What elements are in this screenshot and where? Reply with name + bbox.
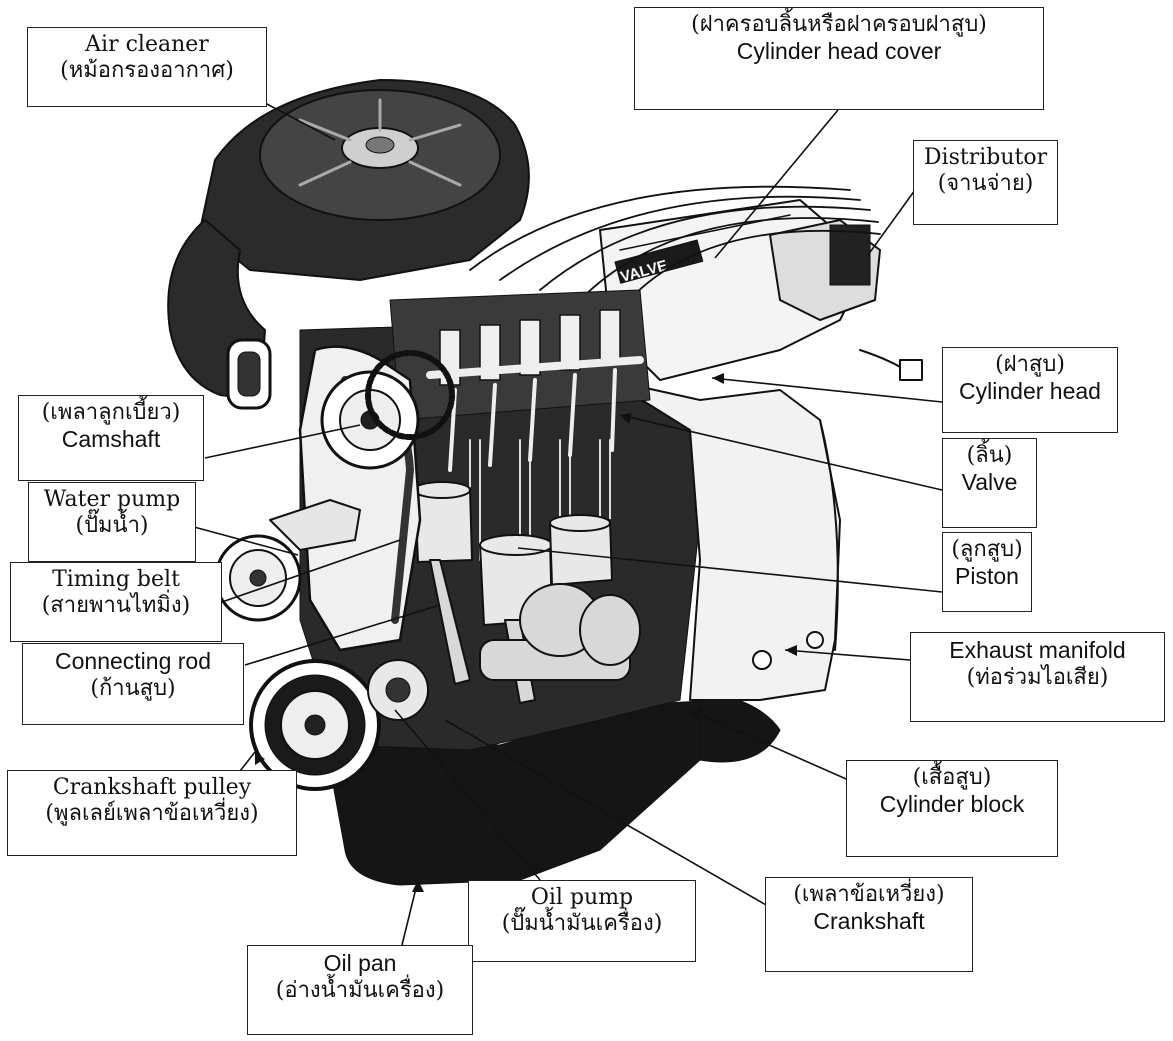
water-pump-th: (ปั๊มน้ำ) (35, 513, 189, 539)
air-cleaner-label: Air cleaner (หม้อกรองอากาศ) (27, 27, 267, 107)
crankshaft-en: Crankshaft (772, 908, 966, 936)
cylinder-head-cover-label: (ฝาครอบลิ้นหรือฝาครอบฝาสูบ) Cylinder hea… (634, 7, 1044, 110)
valve-label: (ลิ้น) Valve (942, 438, 1037, 528)
timing-belt-en: Timing belt (17, 567, 215, 593)
piston-label: (ลูกสูบ) Piston (942, 532, 1032, 612)
camshaft-label: (เพลาลูกเบี้ยว) Camshaft (18, 395, 204, 481)
crankshaft-pulley-label: Crankshaft pulley (พูลเลย์เพลาข้อเหวี่ยง… (7, 770, 297, 856)
exhaust-manifold-th: (ท่อร่วมไอเสีย) (917, 665, 1158, 691)
cylinder-block-th: (เสื้อสูบ) (853, 765, 1051, 791)
connecting-rod-en: Connecting rod (29, 648, 237, 676)
distributor-th: (จานจ่าย) (920, 171, 1051, 197)
air-cleaner-en: Air cleaner (34, 32, 260, 58)
camshaft-th: (เพลาลูกเบี้ยว) (25, 400, 197, 426)
distributor-en: Distributor (920, 145, 1051, 171)
connecting-rod-th: (ก้านสูบ) (29, 676, 237, 702)
cylinder-block-label: (เสื้อสูบ) Cylinder block (846, 760, 1058, 857)
water-pump-en: Water pump (35, 487, 189, 513)
oil-pump-th: (ปั๊มน้ำมันเครื่อง) (475, 911, 689, 937)
crankshaft-label: (เพลาข้อเหวี่ยง) Crankshaft (765, 877, 973, 972)
cylinder-head-label: (ฝาสูบ) Cylinder head (942, 347, 1118, 433)
oil-pump-en: Oil pump (475, 885, 689, 911)
cylinder-head-cover-th: (ฝาครอบลิ้นหรือฝาครอบฝาสูบ) (641, 12, 1037, 38)
valve-en: Valve (949, 469, 1030, 497)
oil-pan-label: Oil pan (อ่างน้ำมันเครื่อง) (247, 945, 473, 1035)
crankshaft-pulley-th: (พูลเลย์เพลาข้อเหวี่ยง) (14, 801, 290, 827)
exhaust-manifold-en: Exhaust manifold (917, 637, 1158, 665)
connecting-rod-label: Connecting rod (ก้านสูบ) (22, 643, 244, 725)
timing-belt-label: Timing belt (สายพานไทมิ่ง) (10, 562, 222, 642)
cylinder-head-en: Cylinder head (949, 378, 1111, 406)
cylinder-head-th: (ฝาสูบ) (949, 352, 1111, 378)
piston-th: (ลูกสูบ) (949, 537, 1025, 563)
exhaust-manifold-label: Exhaust manifold (ท่อร่วมไอเสีย) (910, 632, 1165, 722)
distributor-label: Distributor (จานจ่าย) (913, 140, 1058, 225)
cylinder-head-cover-en: Cylinder head cover (641, 38, 1037, 66)
oil-pan-en: Oil pan (254, 950, 466, 978)
crankshaft-pulley-en: Crankshaft pulley (14, 775, 290, 801)
air-cleaner-th: (หม้อกรองอากาศ) (34, 58, 260, 84)
oil-pump-label: Oil pump (ปั๊มน้ำมันเครื่อง) (468, 880, 696, 962)
piston-en: Piston (949, 563, 1025, 591)
crankshaft-th: (เพลาข้อเหวี่ยง) (772, 882, 966, 908)
engine-illustration: VALVE (168, 80, 922, 885)
timing-belt-th: (สายพานไทมิ่ง) (17, 593, 215, 619)
oil-pan-th: (อ่างน้ำมันเครื่อง) (254, 978, 466, 1004)
camshaft-en: Camshaft (25, 426, 197, 454)
cylinder-block-en: Cylinder block (853, 791, 1051, 819)
water-pump-label: Water pump (ปั๊มน้ำ) (28, 482, 196, 562)
valve-th: (ลิ้น) (949, 443, 1030, 469)
